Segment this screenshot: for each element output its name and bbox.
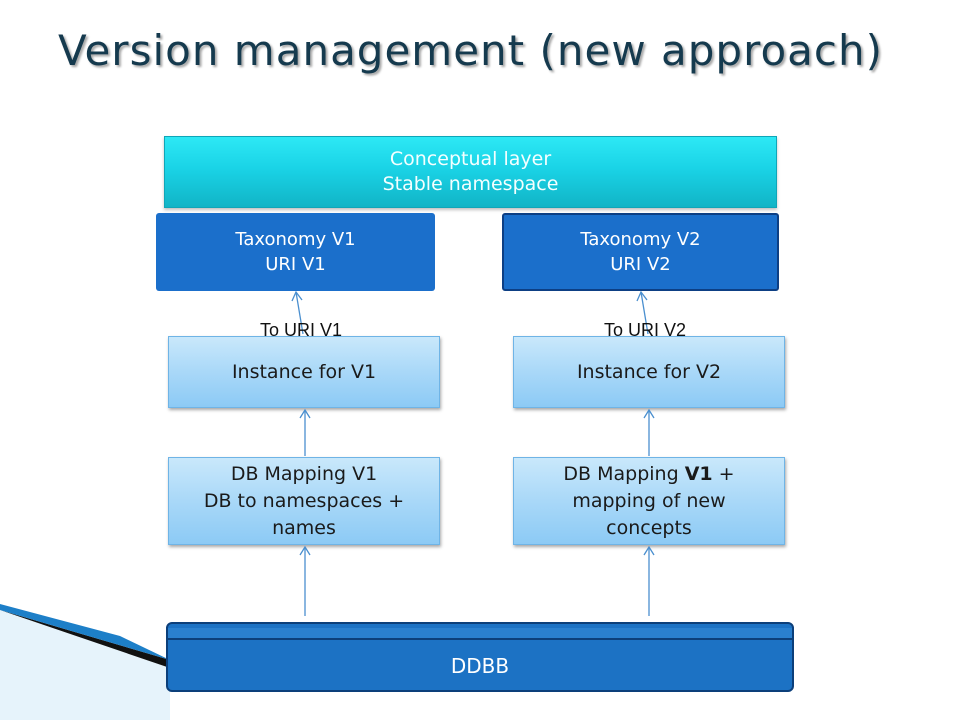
db-mapping-v2-box: DB Mapping V1 + mapping of new concepts xyxy=(513,457,785,545)
instance-v1-label: Instance for V1 xyxy=(231,360,377,383)
conceptual-layer-box: Conceptual layer Stable namespace xyxy=(164,136,777,208)
db-mapping-v1-line2: DB to namespaces + xyxy=(203,489,405,512)
arrowhead-db-to-mapping-v1 xyxy=(299,545,311,556)
database-cylinder: DDBB xyxy=(166,622,794,692)
db-mapping-v2-title: DB Mapping V1 + xyxy=(563,461,734,488)
arrowhead-instance-v2-to-taxonomy-v2 xyxy=(636,290,648,302)
arrowhead-mapping-v2-to-instance-v2 xyxy=(643,408,655,419)
taxonomy-v2-uri: URI V2 xyxy=(610,254,671,275)
db-mapping-v2-prefix: DB Mapping xyxy=(563,462,685,485)
arrowhead-mapping-v1-to-instance-v1 xyxy=(299,408,311,419)
to-uri-v1-label: To URI V1 xyxy=(260,320,343,340)
db-mapping-v2-emphasis: V1 xyxy=(684,462,713,485)
db-mapping-v1-box: DB Mapping V1 DB to namespaces + names xyxy=(168,457,440,545)
database-label: DDBB xyxy=(450,654,510,678)
taxonomy-v1-box: Taxonomy V1 URI V1 xyxy=(156,213,435,291)
taxonomy-v1-uri: URI V1 xyxy=(265,254,326,275)
arrowhead-instance-v1-to-taxonomy-v1 xyxy=(291,290,303,302)
instance-v2-label: Instance for V2 xyxy=(576,360,722,383)
db-mapping-v2-line3: concepts xyxy=(606,516,692,539)
taxonomy-v1-title: Taxonomy V1 xyxy=(235,229,356,250)
instance-v2-box: Instance for V2 xyxy=(513,336,785,408)
conceptual-layer-title: Conceptual layer xyxy=(389,148,552,170)
arrowhead-db-to-mapping-v2 xyxy=(643,545,655,556)
db-mapping-v1-title: DB Mapping V1 xyxy=(230,462,378,485)
taxonomy-v2-box: Taxonomy V2 URI V2 xyxy=(502,213,779,291)
to-uri-v2-label: To URI V2 xyxy=(604,320,687,340)
db-mapping-v2-suffix: + xyxy=(712,462,735,485)
instance-v1-box: Instance for V1 xyxy=(168,336,440,408)
slide-title: Version management (new approach) xyxy=(58,26,883,75)
taxonomy-v2-title: Taxonomy V2 xyxy=(580,229,701,250)
database-cylinder-rim xyxy=(168,628,792,640)
db-mapping-v1-line3: names xyxy=(272,516,336,539)
conceptual-layer-subtitle: Stable namespace xyxy=(382,173,559,195)
db-mapping-v2-line2: mapping of new xyxy=(572,489,726,512)
